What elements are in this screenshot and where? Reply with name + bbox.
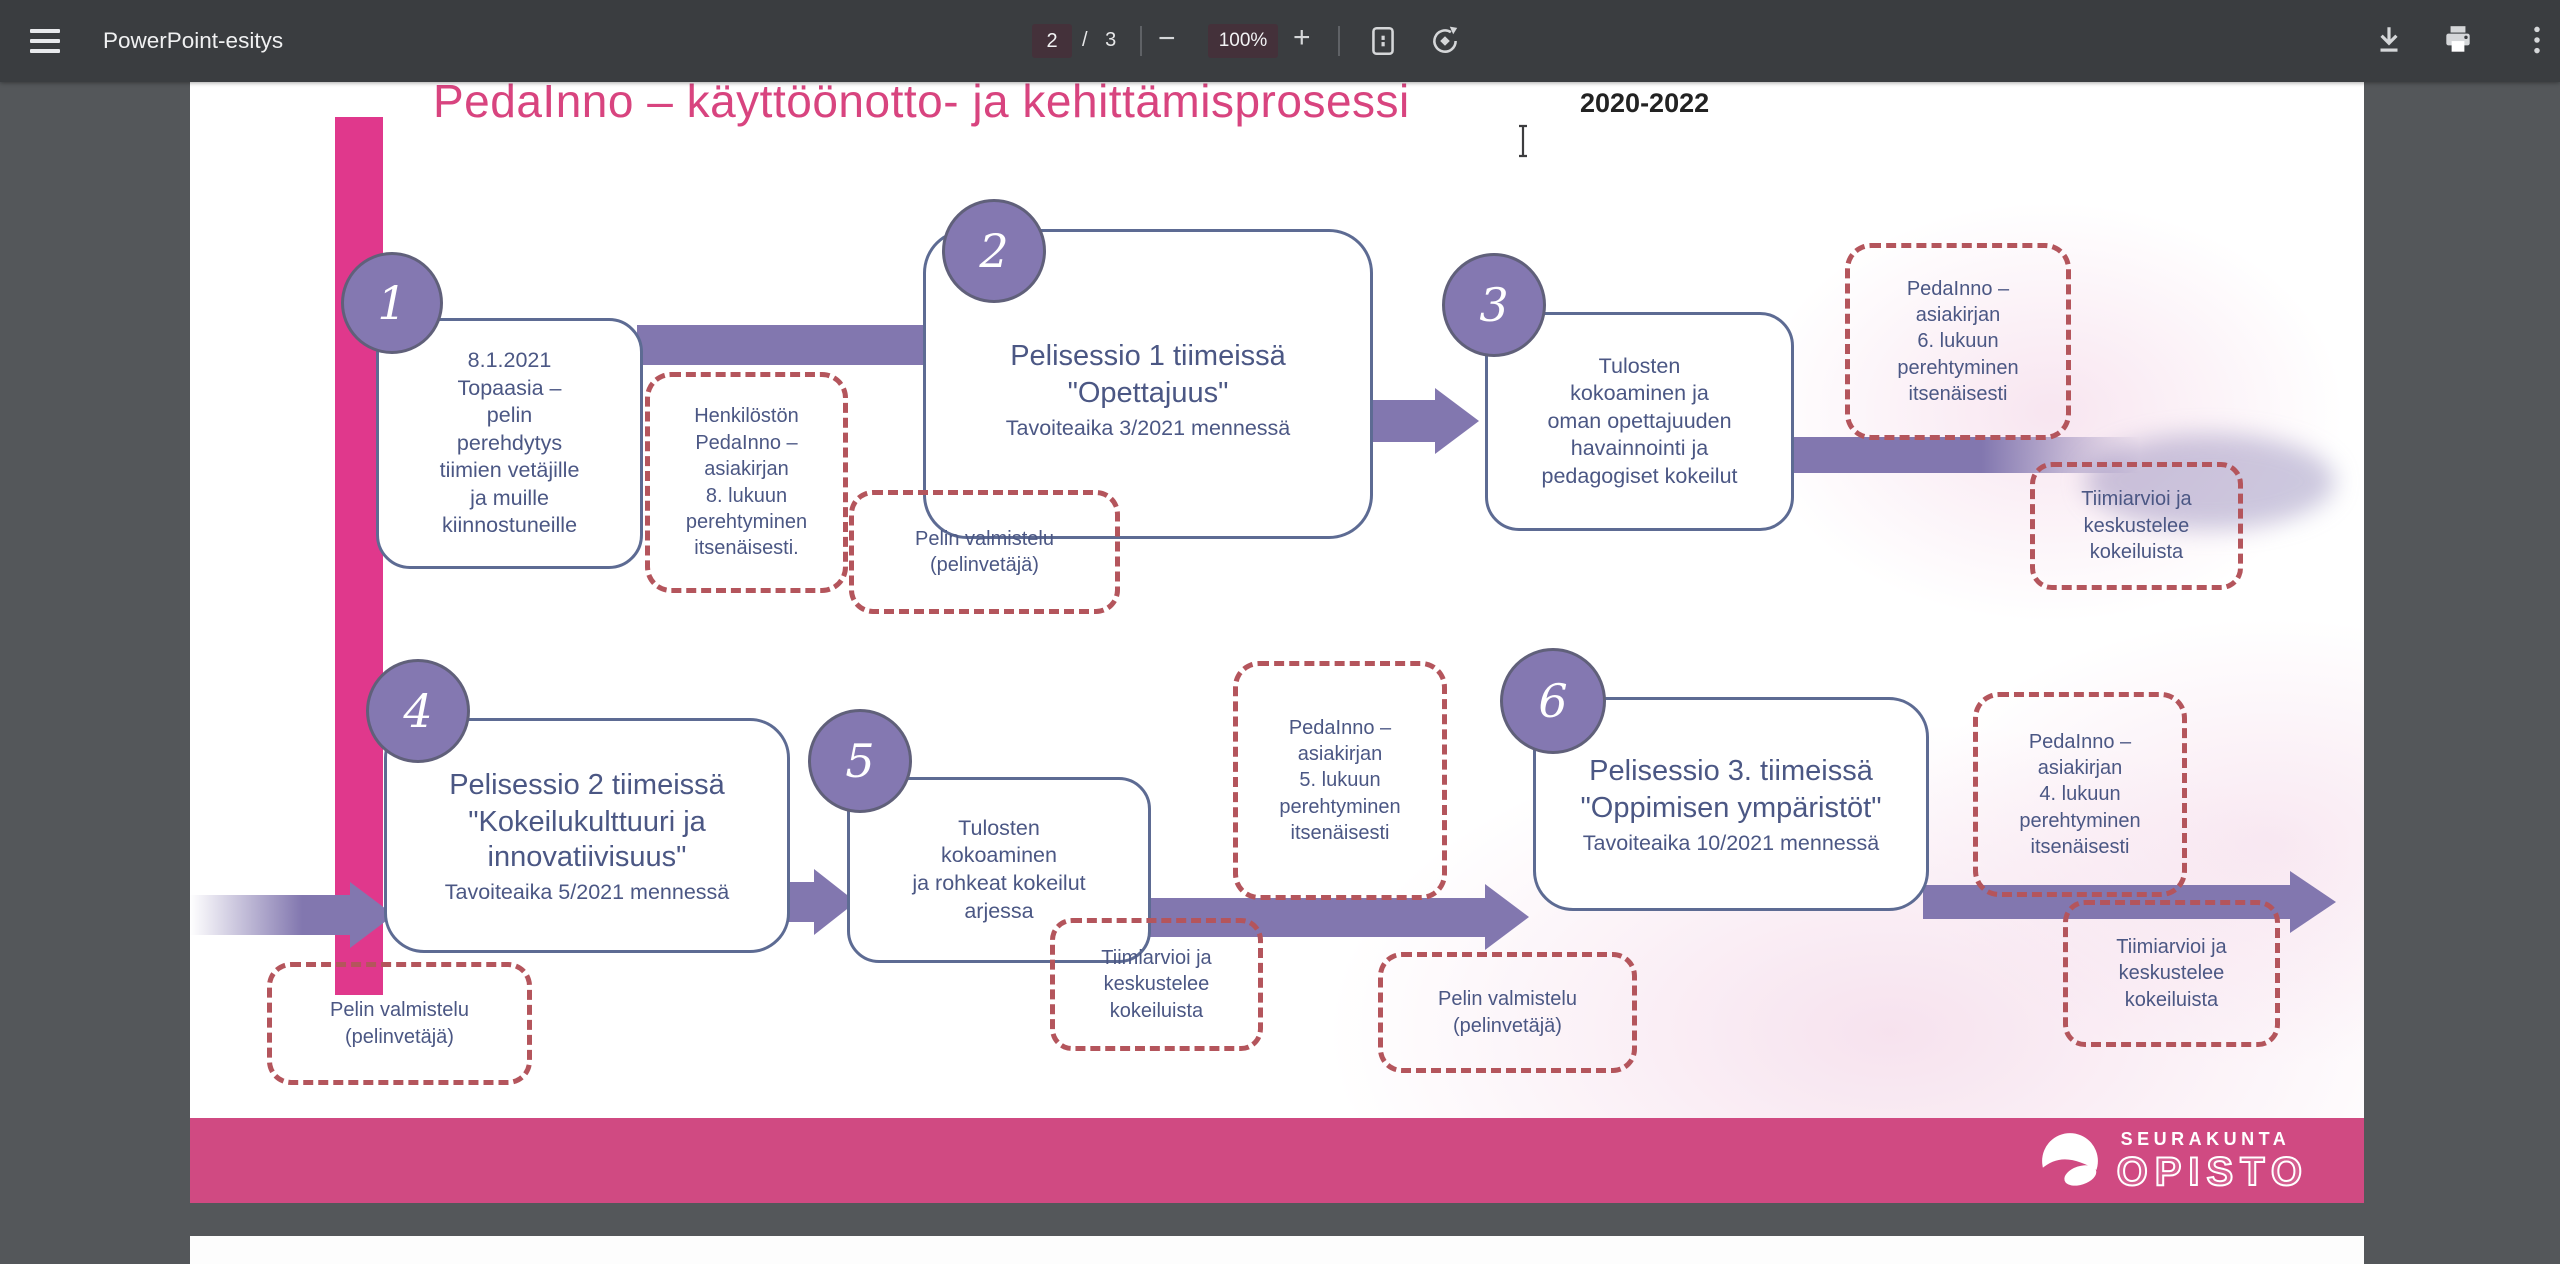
step6-title: Pelisessio 3. tiimeissä	[1589, 755, 1873, 788]
note-pelin-valmistelu-2: Pelin valmistelu (pelinvetäjä)	[267, 962, 532, 1085]
pdf-toolbar: PowerPoint-esitys 2 / 3 − 100% +	[0, 0, 2560, 82]
step4-subtitle: "Kokeilukulttuuri ja innovatiivisuus"	[468, 806, 706, 874]
step4-box: Pelisessio 2 tiimeissä "Kokeilukulttuuri…	[384, 718, 790, 953]
note-pelin-valmistelu-3: Pelin valmistelu (pelinvetäjä)	[1378, 952, 1637, 1073]
kebab-menu-icon	[2534, 26, 2540, 54]
page-number-input[interactable]: 2	[1032, 24, 1072, 58]
note-text: PedaInno – asiakirjan 6. lukuun perehtym…	[1897, 277, 2019, 406]
step4-number: 4	[366, 659, 470, 763]
print-button[interactable]	[2441, 23, 2475, 60]
step6-deadline: Tavoiteaika 10/2021 mennessä	[1582, 830, 1880, 855]
step-number: 4	[403, 684, 433, 738]
step5-text: Tulosten kokoaminen ja rohkeat kokeilut …	[912, 815, 1086, 923]
pink-accent-stripe	[335, 117, 383, 995]
note-text: Tiimiarvioi ja keskustelee kokeiluista	[1101, 946, 1212, 1022]
step2-number: 2	[942, 199, 1046, 303]
step6-box: Pelisessio 3. tiimeissä "Oppimisen ympär…	[1533, 697, 1929, 911]
step-number: 5	[845, 734, 875, 788]
arrow-step5-step6	[1145, 898, 1485, 937]
note-tiimiarvio-3: Tiimiarvioi ja keskustelee kokeiluista	[2063, 900, 2280, 1047]
hamburger-icon	[30, 29, 60, 33]
note-text: Tiimiarvioi ja keskustelee kokeiluista	[2081, 488, 2192, 564]
note-tiimiarvio-2: Tiimiarvioi ja keskustelee kokeiluista	[1050, 918, 1263, 1051]
note-text: Pelin valmistelu (pelinvetäjä)	[915, 527, 1054, 576]
logo-top-text: SEURAKUNTA	[2120, 1128, 2291, 1149]
document-title: PowerPoint-esitys	[103, 28, 284, 53]
hamburger-icon	[30, 49, 60, 53]
menu-button[interactable]	[30, 24, 64, 58]
zoom-in-button[interactable]: +	[1293, 21, 1311, 54]
rotate-icon	[1433, 26, 1458, 53]
step2-box: Pelisessio 1 tiimeissä "Opettajuus" Tavo…	[923, 229, 1373, 539]
more-actions-button[interactable]	[2520, 22, 2554, 61]
page-count-label: / 3	[1082, 29, 1123, 51]
toolbar-separator	[1140, 26, 1142, 56]
zoom-level: 100%	[1208, 24, 1278, 58]
step3-box: Tulosten kokoaminen ja oman opettajuuden…	[1485, 312, 1794, 531]
note-text: PedaInno – asiakirjan 5. lukuun perehtym…	[1279, 716, 1401, 845]
note-pedainno-6: PedaInno – asiakirjan 6. lukuun perehtym…	[1845, 243, 2071, 440]
step-number: 3	[1479, 278, 1509, 332]
arrow-fade-smudge	[2085, 434, 2335, 529]
step1-number: 1	[341, 252, 443, 354]
arrowhead	[1485, 884, 1529, 950]
step-number: 2	[979, 224, 1009, 278]
arrow-step2-step3	[1367, 400, 1435, 442]
text-cursor-icon	[1515, 124, 1531, 163]
step5-number: 5	[808, 709, 912, 813]
step3-number: 3	[1442, 253, 1546, 357]
note-text: PedaInno – asiakirjan 4. lukuun perehtym…	[2019, 730, 2141, 859]
arrow-step3-out	[1788, 437, 2140, 473]
note-text: Tiimiarvioi ja keskustelee kokeiluista	[2116, 935, 2227, 1011]
hamburger-icon	[30, 39, 60, 43]
note-pedainno-4: PedaInno – asiakirjan 4. lukuun perehtym…	[1973, 692, 2187, 897]
fit-page-icon	[1372, 26, 1394, 56]
logo-bottom-text: OPISTO	[2116, 1149, 2309, 1194]
note-pedainno-5: PedaInno – asiakirjan 5. lukuun perehtym…	[1233, 661, 1447, 900]
step-number: 1	[377, 276, 407, 330]
slide-page-2: PedaInno – käyttöönotto- ja kehittämispr…	[190, 82, 2364, 1203]
step2-subtitle: "Opettajuus"	[1067, 377, 1229, 410]
step2-deadline: Tavoiteaika 3/2021 mennessä	[1005, 415, 1291, 440]
print-icon	[2446, 26, 2470, 52]
slide-title-years: 2020-2022	[1580, 88, 1710, 118]
fit-to-page-button[interactable]	[1366, 24, 1400, 61]
seurakuntaopisto-logo-icon	[2040, 1132, 2099, 1190]
arrow-step1-step2	[637, 325, 935, 365]
arrow-into-step4	[190, 895, 350, 935]
zoom-out-button[interactable]: −	[1158, 22, 1176, 55]
step6-number: 6	[1500, 648, 1606, 754]
slide-title: PedaInno – käyttöönotto- ja kehittämispr…	[433, 82, 1410, 127]
step4-deadline: Tavoiteaika 5/2021 mennessä	[444, 879, 730, 904]
next-page-top-edge	[190, 1236, 2364, 1264]
note-pelin-valmistelu-1: Pelin valmistelu (pelinvetäjä)	[849, 490, 1120, 614]
note-text: Pelin valmistelu (pelinvetäjä)	[1438, 988, 1577, 1037]
slide-footer-bar: SEURAKUNTA OPISTO	[190, 1118, 2364, 1203]
step1-text: 8.1.2021 Topaasia – pelin perehdytys tii…	[439, 348, 580, 538]
step-number: 6	[1538, 674, 1568, 728]
download-button[interactable]	[2372, 23, 2406, 60]
note-tiimiarvio-1: Tiimiarvioi ja keskustelee kokeiluista	[2030, 462, 2243, 590]
step2-title: Pelisessio 1 tiimeissä	[1010, 340, 1286, 373]
toolbar-separator	[1338, 26, 1340, 56]
rotate-button[interactable]	[1428, 24, 1462, 61]
note-henkilosto: Henkilöstön PedaInno – asiakirjan 8. luk…	[645, 372, 848, 593]
step6-subtitle: "Oppimisen ympäristöt"	[1580, 792, 1882, 825]
download-icon	[2380, 27, 2398, 52]
arrowhead	[1435, 388, 1479, 454]
seurakuntaopisto-logo: SEURAKUNTA OPISTO	[2116, 1128, 2309, 1194]
arrowhead	[2290, 871, 2336, 933]
note-text: Pelin valmistelu (pelinvetäjä)	[330, 999, 469, 1048]
step3-text: Tulosten kokoaminen ja oman opettajuuden…	[1541, 353, 1738, 488]
step5-box: Tulosten kokoaminen ja rohkeat kokeilut …	[847, 777, 1151, 963]
step4-title: Pelisessio 2 tiimeissä	[449, 769, 725, 802]
note-text: Henkilöstön PedaInno – asiakirjan 8. luk…	[685, 405, 808, 560]
step1-box: 8.1.2021 Topaasia – pelin perehdytys tii…	[376, 318, 643, 569]
